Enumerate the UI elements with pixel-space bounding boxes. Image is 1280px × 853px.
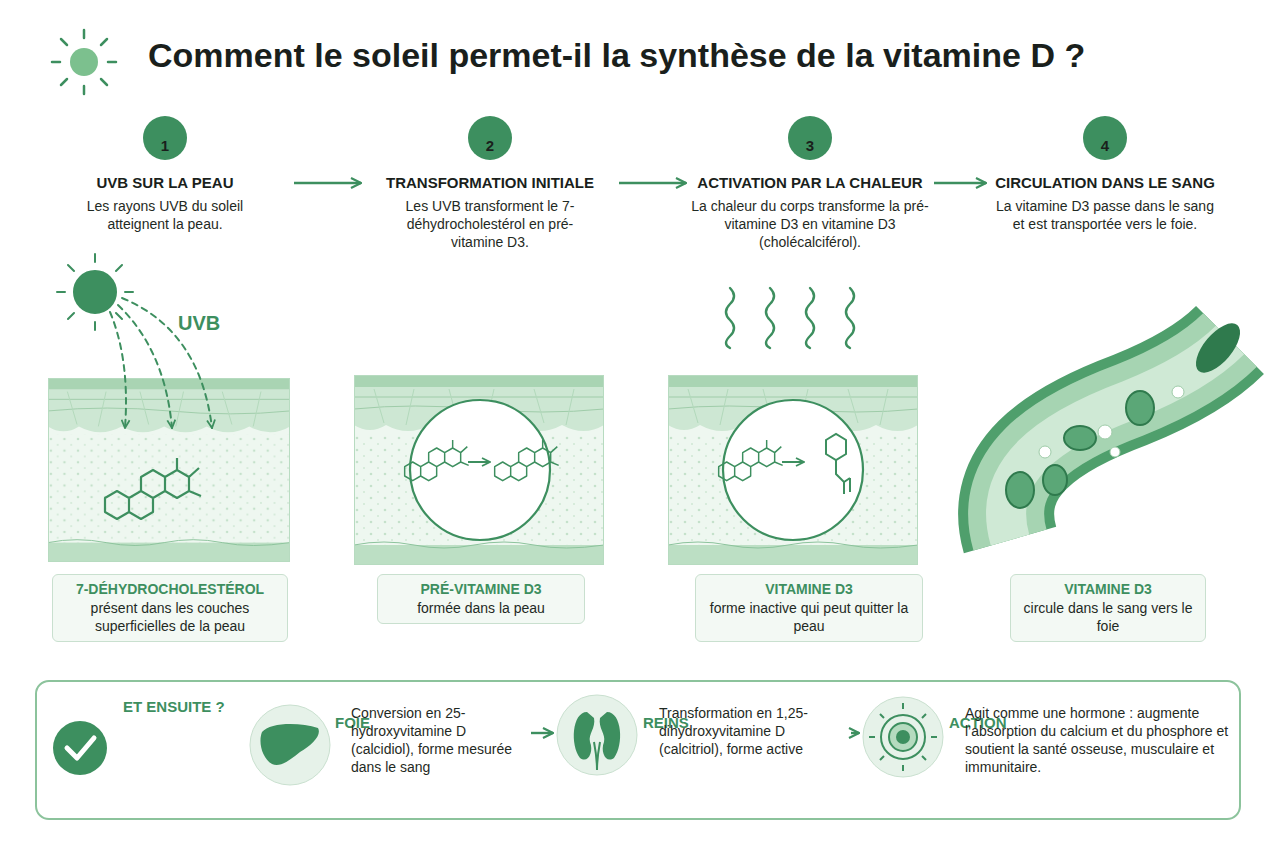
step-number-text: 2 [486,137,494,154]
flow-arrow [851,732,859,734]
step-number: 4 [1083,116,1127,160]
flow-arrow [619,182,686,184]
organ-step: REINSTransformation en 1,25-dihydroxyvit… [557,698,847,758]
caption-box: 7-DÉHYDROCHOLESTÉROL présent dans les cou… [52,574,288,642]
body-text: Les rayons UVB du soleil atteignent la p… [70,197,260,233]
step-number: 3 [788,116,832,160]
step-number-text: 3 [806,137,814,154]
body-text: Conversion en 25-hydroxyvitamine D (calc… [351,704,527,776]
diagram-title: Comment le soleil permet-il la synthèse … [148,36,1085,75]
step-header: 1UVB SUR LA PEAU Les rayons UVB du soleil… [40,116,290,233]
heading: 7-DÉHYDROCHOLESTÉROL [61,581,279,597]
body-text: formée dans la peau [386,599,576,617]
step-header: 3ACTIVATION PAR LA CHALEUR La chaleur du … [690,116,930,251]
body-text: Transformation en 1,25-dihydroxyvitamine… [659,704,847,758]
heading: TRANSFORMATION INITIALE [386,174,594,191]
body-text: Les UVB transforment le 7-déhydrocholest… [383,197,598,251]
step-number-text: 4 [1101,137,1109,154]
step-number: 1 [143,116,187,160]
heading: VITAMINE D3 [1019,581,1197,597]
organ-step: FOIEConversion en 25-hydroxyvitamine D (… [249,698,527,776]
step-number: 2 [468,116,512,160]
summary-panel: ET ENSUITE ? FOIEConversion en 25-hydroxy… [35,680,1241,820]
body-text: forme inactive qui peut quitter la peau [704,599,914,635]
heading: PRÉ-VITAMINE D3 [386,581,576,597]
heading: ACTIVATION PAR LA CHALEUR [697,174,922,191]
step-header: 4CIRCULATION DANS LE SANG La vitamine D3 … [990,116,1220,233]
body-text: Agit comme une hormone : augmente l’abso… [965,704,1239,776]
flow-arrow [531,732,553,734]
ray-label: UVB [178,312,220,335]
heading: ET ENSUITE ? [123,698,225,715]
organ-step: ACTIONAgit comme une hormone : augmente … [863,698,1239,776]
heading: CIRCULATION DANS LE SANG [995,174,1215,191]
body-text: La vitamine D3 passe dans le sang et est… [995,197,1215,233]
body-text: présent dans les couches superficielles … [61,599,279,635]
caption-box: VITAMINE D3 circule dans le sang vers le … [1010,574,1206,642]
heading: UVB SUR LA PEAU [97,174,234,191]
flow-arrow [934,182,986,184]
step-header: 2TRANSFORMATION INITIALE Les UVB transfor… [365,116,615,251]
body-text: circule dans le sang vers le foie [1019,599,1197,635]
caption-box: PRÉ-VITAMINE D3 formée dans la peau [377,574,585,624]
heading: VITAMINE D3 [704,581,914,597]
body-text: La chaleur du corps transforme la pré-vi… [690,197,930,251]
caption-box: VITAMINE D3 forme inactive qui peut quitt… [695,574,923,642]
flow-arrow [294,182,361,184]
step-number-text: 1 [161,137,169,154]
